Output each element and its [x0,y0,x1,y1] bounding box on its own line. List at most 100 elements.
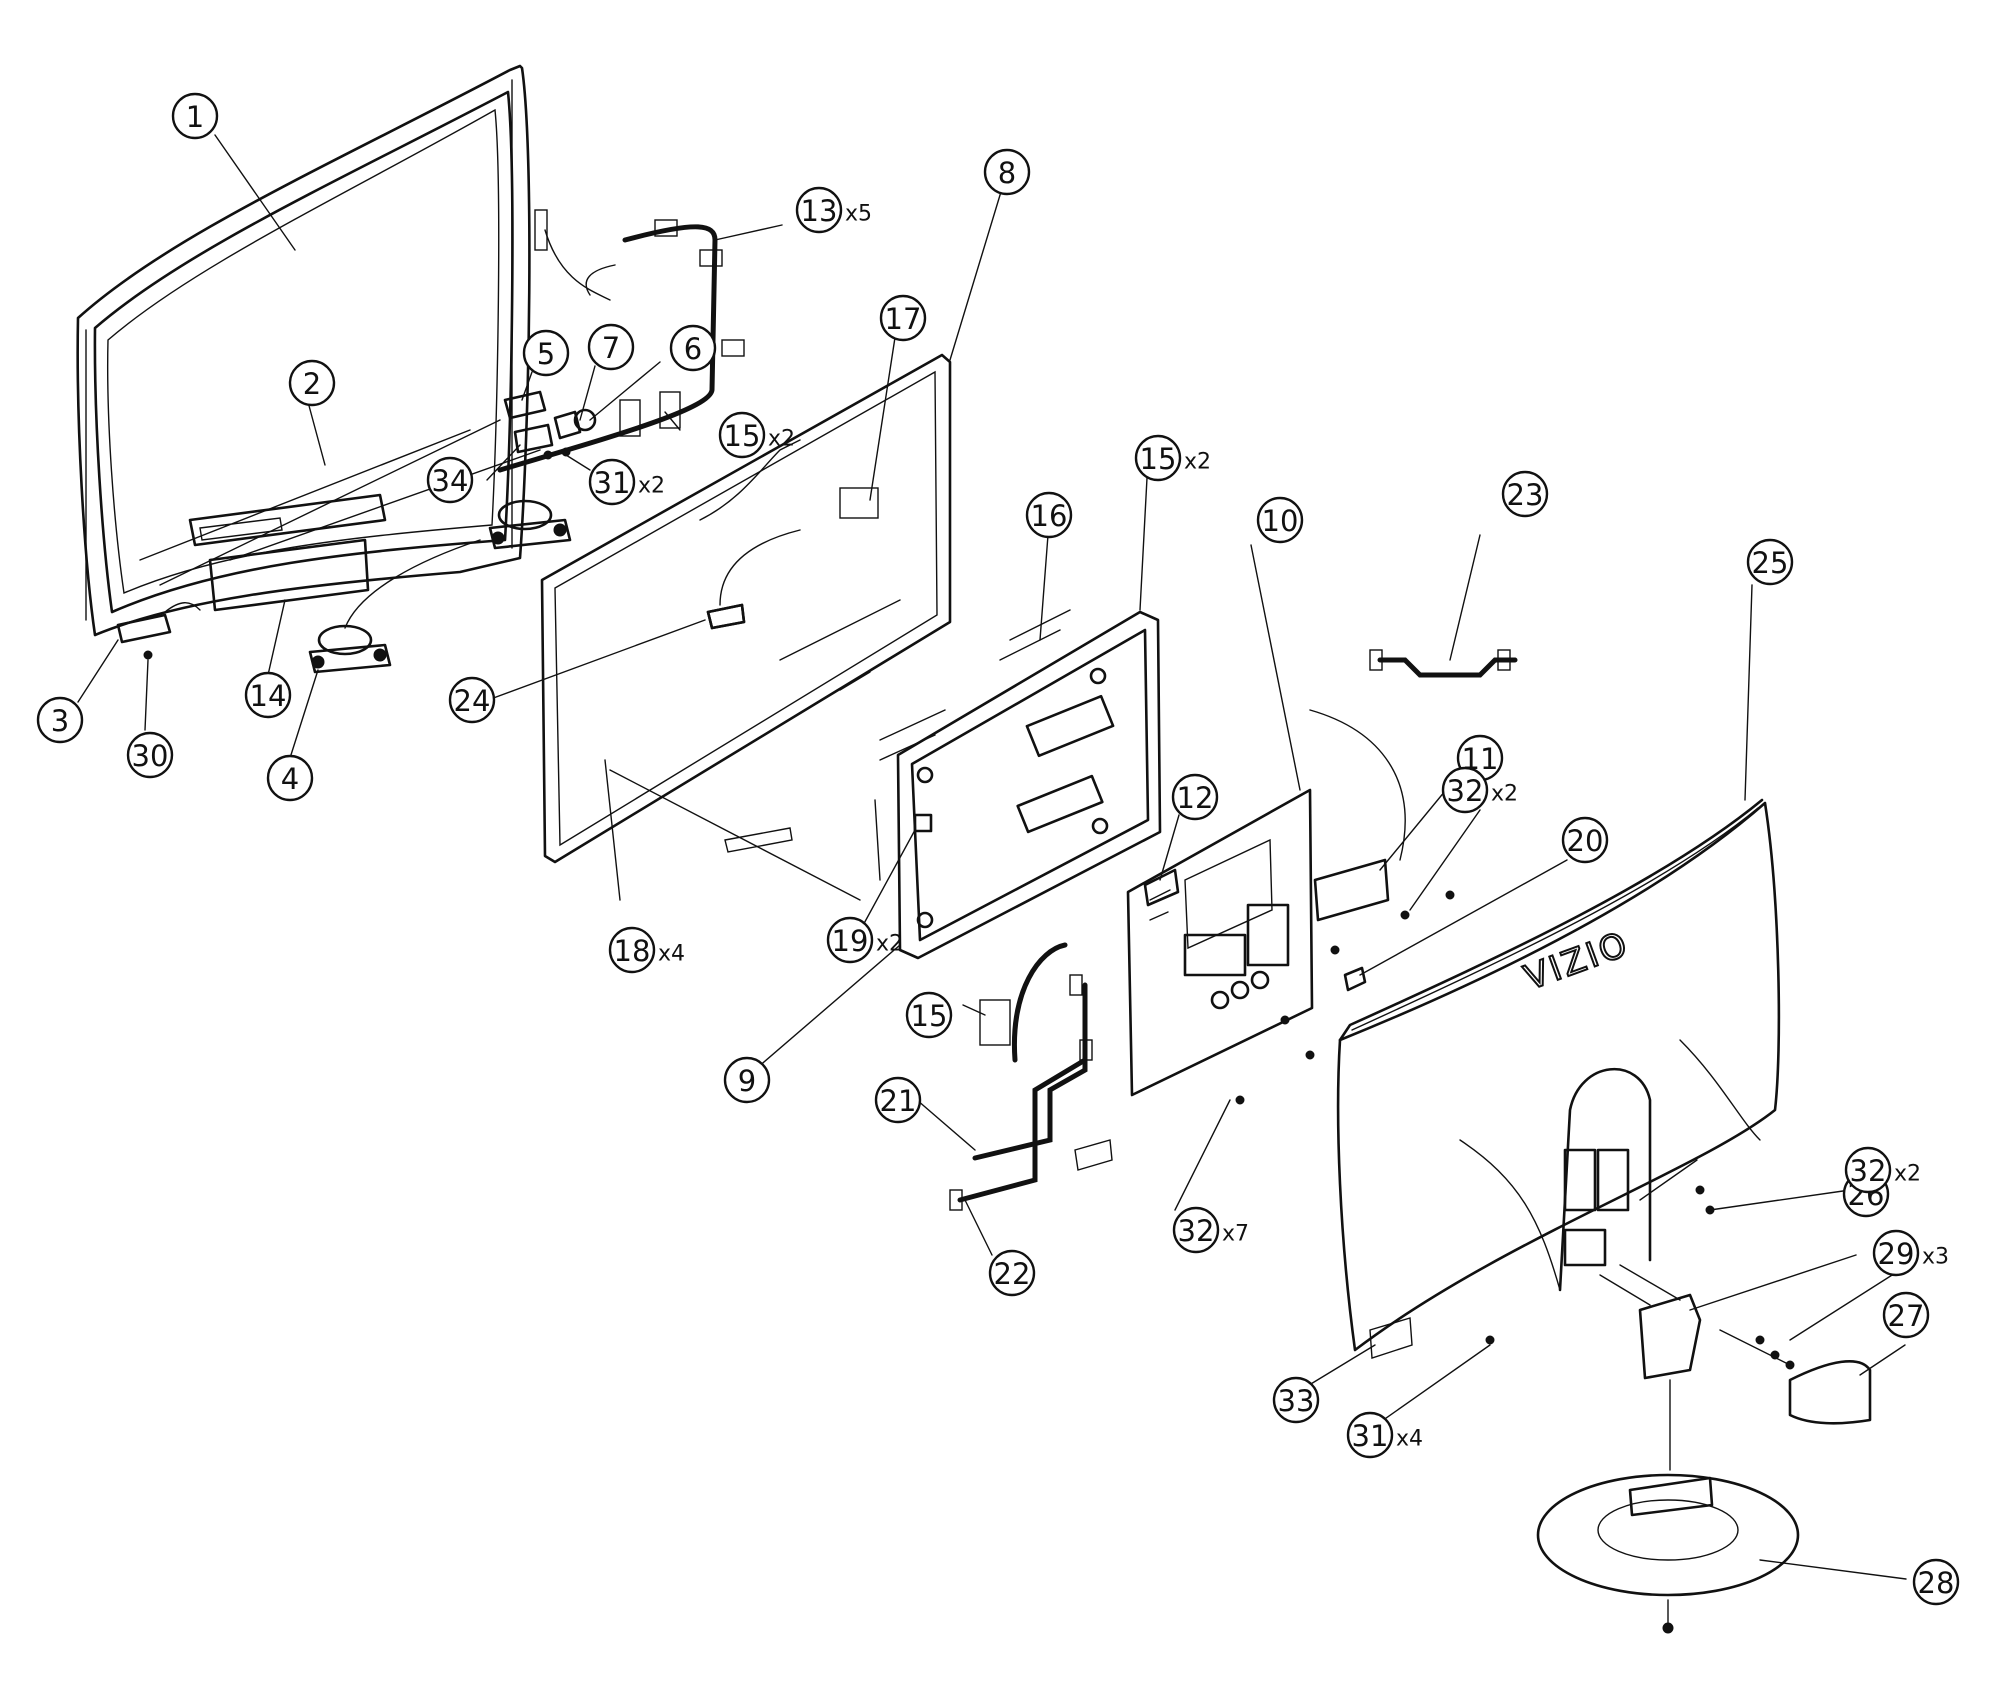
tape-small [1074,1139,1113,1171]
callout-number: 21 [880,1084,917,1118]
callout-circle [126,731,174,779]
callout-number: 10 [1262,504,1299,538]
callout-circle [905,991,953,1039]
ir-board [208,538,370,612]
callout-16: 16 [1025,491,1073,539]
callout-number: 18 [614,934,651,968]
bracket-16 [999,609,1071,661]
callout-circle [1025,491,1073,539]
callout-12: 12 [1171,773,1219,821]
main-board [1126,788,1314,1097]
part-6-knob [553,408,597,440]
callout-7: 7 [587,323,635,371]
part-5-bracket [503,390,547,420]
brand-logo: VIZIO [1519,924,1635,999]
callout-circle [718,411,766,459]
callout-number: 23 [1507,478,1544,512]
callout-quantity: x2 [876,932,903,957]
callout-circle [1272,1376,1320,1424]
callout-number: 32 [1447,774,1484,808]
callout-15: 15 [905,991,953,1039]
callout-number: 3 [51,704,69,738]
callout-circle [288,359,336,407]
callout-number: 16 [1031,499,1068,533]
callout-number: 15 [1140,442,1177,476]
callout-22: 22 [988,1249,1036,1297]
callout-9: 9 [723,1056,771,1104]
tuner-12 [1143,868,1180,907]
callout-number: 14 [250,679,287,713]
callout-33: 33 [1272,1376,1320,1424]
cable-21 [972,974,1088,1161]
callout-circle [244,671,292,719]
callout-number: 34 [432,464,469,498]
tape-15-top [619,391,681,437]
callout-circle [826,916,874,964]
callout-circle [1346,1411,1394,1459]
callout-quantity: x5 [845,202,872,227]
callout-17: 17 [879,294,927,342]
screw-30 [143,650,153,660]
callout-number: 1 [186,100,204,134]
callout-number: 30 [132,739,169,773]
callout-circle [36,696,84,744]
stand-base [1536,1379,1800,1634]
cable-22 [949,1039,1093,1211]
callout-number: 25 [1752,546,1789,580]
callout-number: 5 [537,337,555,371]
callout-number: 6 [684,332,702,366]
callout-14: 14 [244,671,292,719]
callout-number: 4 [281,762,299,796]
callout-number: 27 [1888,1299,1925,1333]
callout-circle [1912,1558,1960,1606]
callout-number: 32 [1850,1154,1887,1188]
stand-cover [1788,1359,1872,1425]
callout-circle [983,148,1031,196]
callout-circle [426,456,474,504]
callout-27: 27 [1882,1291,1930,1339]
callout-13: 13 x5 [795,186,872,234]
callout-6: 6 [669,324,717,372]
callout-circle [1746,538,1794,586]
callout-31: 31 x2 [588,458,665,506]
callout-circle [1872,1229,1920,1277]
callout-number: 31 [594,466,631,500]
callout-1: 1 [171,92,219,140]
callout-number: 9 [738,1064,756,1098]
callout-number: 2 [303,367,321,401]
tape-left [534,209,548,251]
leader-lines [77,134,1907,1580]
button-board [116,602,201,644]
stand-screws [1485,1185,1795,1370]
callout-circle [1441,766,1489,814]
callout-quantity: x2 [638,474,665,499]
callout-circle [1256,496,1304,544]
callout-number: 13 [801,194,838,228]
callout-quantity: x4 [1396,1427,1423,1452]
stand-neck [1599,1264,1702,1380]
bottom-bracket [139,419,541,586]
callout-10: 10 [1256,496,1304,544]
callout-circle [171,92,219,140]
callout-circle [448,676,496,724]
callout-24: 24 [448,676,496,724]
nut-19 [913,813,933,833]
callout-number: 31 [1352,1419,1389,1453]
callout-number: 12 [1177,781,1214,815]
callout-number: 24 [454,684,491,718]
callout-21: 21 [874,1076,922,1124]
callout-number: 20 [1567,824,1604,858]
callout-circle [522,329,570,377]
callout-number: 19 [832,924,869,958]
chassis-back-cover [874,610,1162,960]
callout-circle [988,1249,1036,1297]
callout-number: 28 [1918,1566,1955,1600]
tape-18 [604,759,861,901]
callout-quantity: x2 [1894,1162,1921,1187]
callout-number: 15 [911,999,948,1033]
